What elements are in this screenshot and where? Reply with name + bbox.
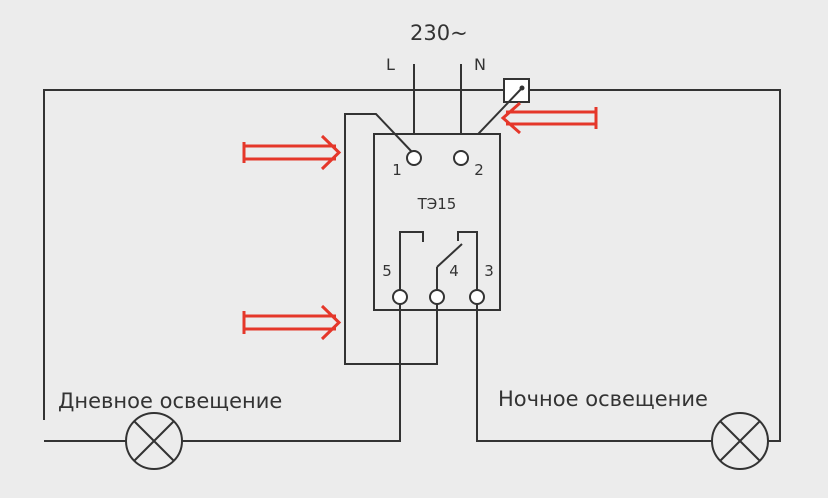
contact-nc-5 bbox=[399, 231, 424, 290]
neutral-label: N bbox=[474, 55, 486, 74]
lamp-icon bbox=[711, 412, 769, 470]
relay-model-label: ТЭ15 bbox=[417, 195, 457, 213]
terminal-3-label: 3 bbox=[484, 262, 494, 280]
night-lighting-label: Ночное освещение bbox=[498, 387, 708, 411]
arrow-icon bbox=[500, 101, 598, 135]
wire-t3-to-night-lamp bbox=[476, 304, 712, 442]
junction-box bbox=[503, 78, 530, 103]
terminal-2-label: 2 bbox=[474, 161, 484, 179]
terminal-2 bbox=[453, 150, 469, 166]
terminal-1-label: 1 bbox=[392, 161, 402, 179]
terminal-5 bbox=[392, 289, 408, 305]
terminal-3 bbox=[469, 289, 485, 305]
wire-l-loop-to-t4 bbox=[344, 113, 438, 365]
terminal-1 bbox=[406, 150, 422, 166]
line-label: L bbox=[386, 55, 395, 74]
wire-outer-loop bbox=[43, 89, 781, 442]
arrow-icon bbox=[242, 304, 342, 341]
supply-voltage-label: 230~ bbox=[410, 21, 468, 45]
switch-blade bbox=[436, 243, 463, 268]
wire-t5-to-day-lamp bbox=[182, 304, 401, 442]
arrow-icon bbox=[242, 134, 342, 171]
lamp-icon bbox=[125, 412, 183, 470]
day-lighting-label: Дневное освещение bbox=[58, 389, 282, 413]
terminal-4 bbox=[429, 289, 445, 305]
terminal-5-label: 5 bbox=[382, 262, 392, 280]
contact-no-3 bbox=[457, 231, 478, 290]
terminal-4-label: 4 bbox=[449, 262, 459, 280]
